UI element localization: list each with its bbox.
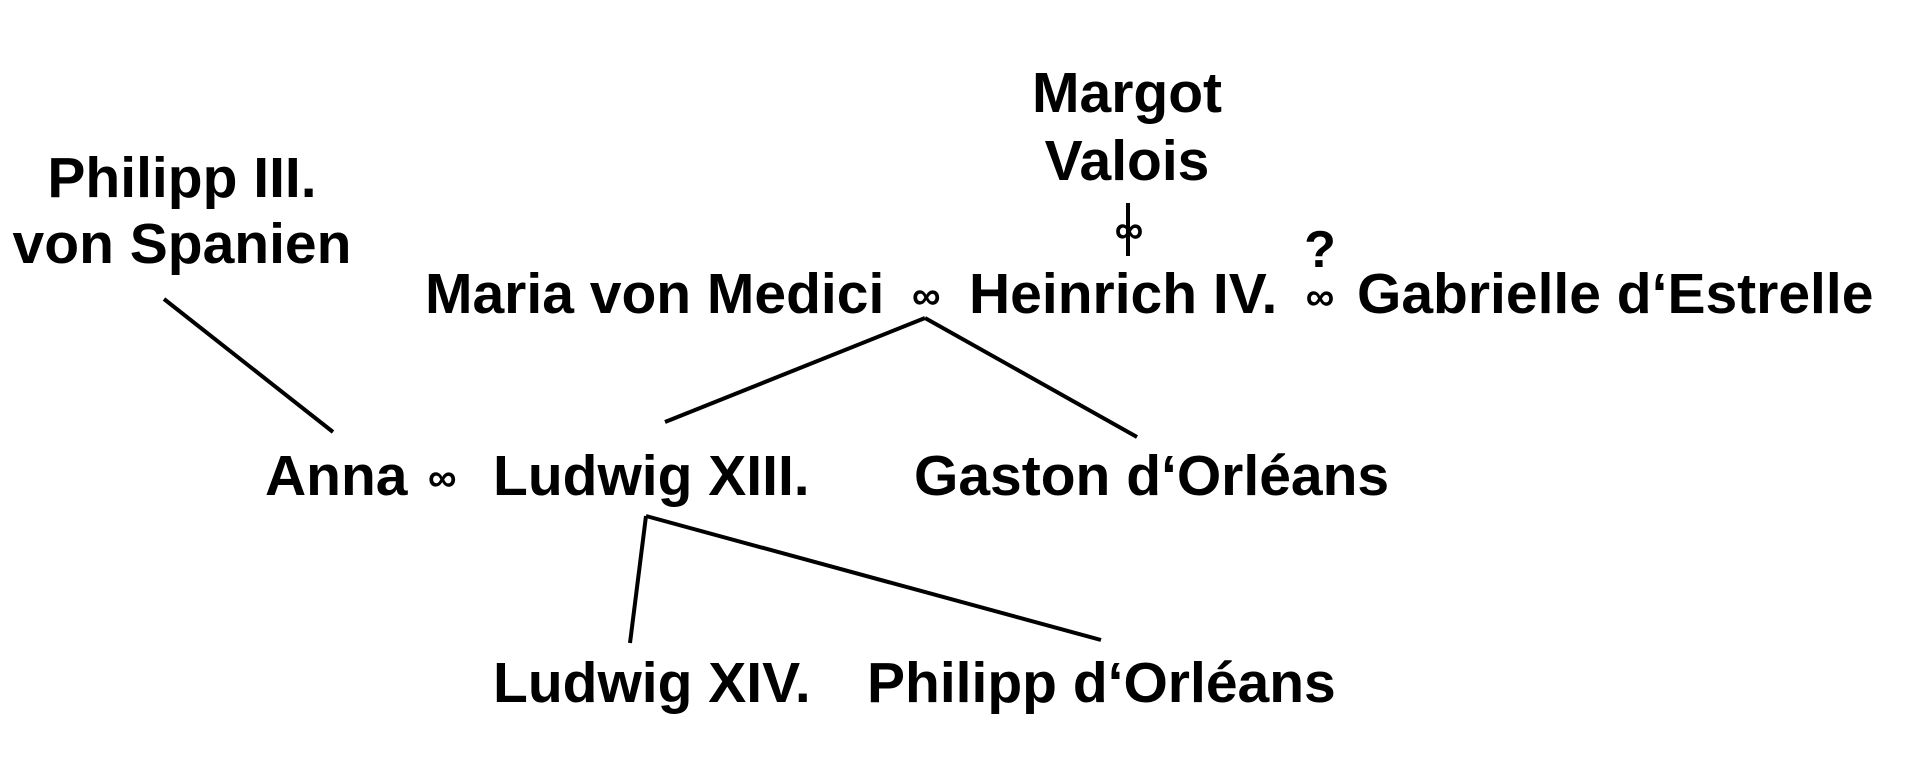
node-ludwig-xiii: Ludwig XIII. — [493, 444, 810, 508]
line-parents-to-gaston — [924, 316, 1138, 439]
node-philipp-iii-line2: von Spanien — [12, 212, 352, 276]
node-maria-von-medici: Maria von Medici — [425, 262, 885, 326]
divorced-marriage-symbol: ∞ — [1114, 208, 1144, 252]
marriage-symbol-anna-ludwig: ∞ — [428, 456, 457, 500]
line-parents-to-ludwig-xiii — [664, 316, 926, 424]
marriage-symbol-heinrich-gabrielle: ∞ — [1305, 275, 1335, 319]
node-margot-line2: Valois — [1044, 129, 1210, 193]
line-parents-to-philipp-orleans — [645, 514, 1102, 642]
node-philipp-orleans: Philipp d‘Orléans — [867, 651, 1336, 715]
node-philipp-iii-line1: Philipp III. — [47, 146, 317, 210]
line-philipp-to-anna — [162, 297, 335, 434]
node-margot-line1: Margot — [1032, 61, 1222, 125]
line-parents-to-ludwig-xiv — [628, 515, 648, 644]
question-mark: ? — [1304, 221, 1336, 279]
node-gabrielle-estrelle: Gabrielle d‘Estrelle — [1357, 262, 1874, 326]
node-heinrich-iv: Heinrich IV. — [969, 262, 1278, 326]
marriage-symbol-maria-heinrich: ∞ — [912, 274, 941, 318]
node-anna: Anna — [265, 444, 408, 508]
node-gaston-orleans: Gaston d‘Orléans — [914, 444, 1390, 508]
node-ludwig-xiv: Ludwig XIV. — [493, 651, 811, 715]
